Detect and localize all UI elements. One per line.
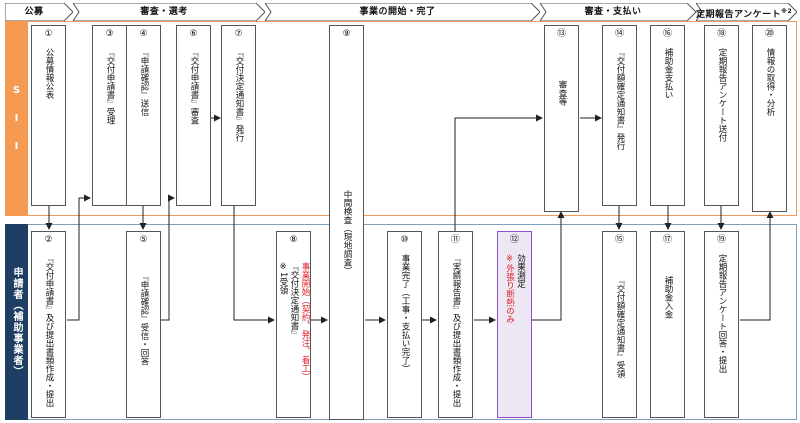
phase-label: 審査・選考 bbox=[140, 7, 188, 17]
step-8-text-cont: ※1受領 bbox=[278, 262, 288, 295]
step-16-box: ⑯ 補助金支払い bbox=[650, 25, 685, 206]
step-19-box: ⑲ 定期報告アンケート回答・提出 bbox=[704, 231, 739, 418]
step-4-box: ④ 『申請確認』送信 bbox=[126, 25, 161, 206]
step-7-box: ⑦ 『交付決定通知書』発行 bbox=[221, 25, 256, 206]
phase-label: 事業の開始・完了 bbox=[359, 7, 436, 17]
step-12-text: 効果測定 ※外張り断熱のみ bbox=[504, 254, 526, 324]
step-12-box: ⑫ 効果測定 ※外張り断熱のみ bbox=[497, 231, 532, 418]
step-3-box: ③ 『交付申請書』受理 bbox=[92, 25, 127, 206]
phase-arrow-public: 公募 bbox=[5, 3, 73, 21]
step-11-box: ⑪ 『実績報告書』及び提出書類作成・提出 bbox=[438, 231, 473, 418]
step-10-box: ⑩ 事業完了（工事・支払い完了） bbox=[387, 231, 422, 418]
step-15-box: ⑮ 『交付額確定通知書』受領 bbox=[602, 231, 637, 418]
step-2-box: ② 『交付申請書』及び提出書類作成・提出 bbox=[31, 231, 66, 418]
step-5-box: ⑤ 『申請確認』受信・回答 bbox=[126, 231, 161, 418]
step-17-box: ⑰ 補助金入金 bbox=[650, 231, 685, 418]
step-14-box: ⑭ 『交付額確定通知書』発行 bbox=[602, 25, 637, 206]
phase-arrow-survey: 定期報告アンケート※2 bbox=[696, 3, 797, 21]
step-9-box: ⑨ 中間検査（現地調査） bbox=[329, 25, 364, 420]
step-18-box: ⑱ 定期報告アンケート送付 bbox=[704, 25, 739, 206]
phase-note: ※2 bbox=[781, 8, 793, 15]
phase-label: 公募 bbox=[24, 7, 44, 17]
phase-arrow-payment: 審査・支払い bbox=[540, 3, 696, 21]
phase-label: 定期報告アンケート※2 bbox=[696, 8, 793, 20]
lane-applicant-label: 申請者（補助事業者） bbox=[5, 224, 28, 420]
phase-arrow-review: 審査・選考 bbox=[73, 3, 265, 21]
lane-sii-label: S I I bbox=[5, 21, 28, 216]
step-13-box: ⑬ 審査等 bbox=[544, 25, 579, 212]
step-1-box: ① 公募情報公表 bbox=[31, 25, 66, 206]
step-8-box: ⑧ 事業開始（契約、発注、着工） 『交付決定通知書』 ※1受領 bbox=[276, 231, 311, 418]
step-6-box: ⑥ 『交付申請書』審査 bbox=[176, 25, 211, 206]
phase-label: 審査・支払い bbox=[584, 7, 642, 17]
phase-arrow-project: 事業の開始・完了 bbox=[265, 3, 540, 21]
step-8-text: 事業開始（契約、発注、着工） 『交付決定通知書』 ※1受領 bbox=[278, 262, 310, 381]
step-20-box: ⑳ 情報の取得・分析 bbox=[752, 25, 787, 212]
